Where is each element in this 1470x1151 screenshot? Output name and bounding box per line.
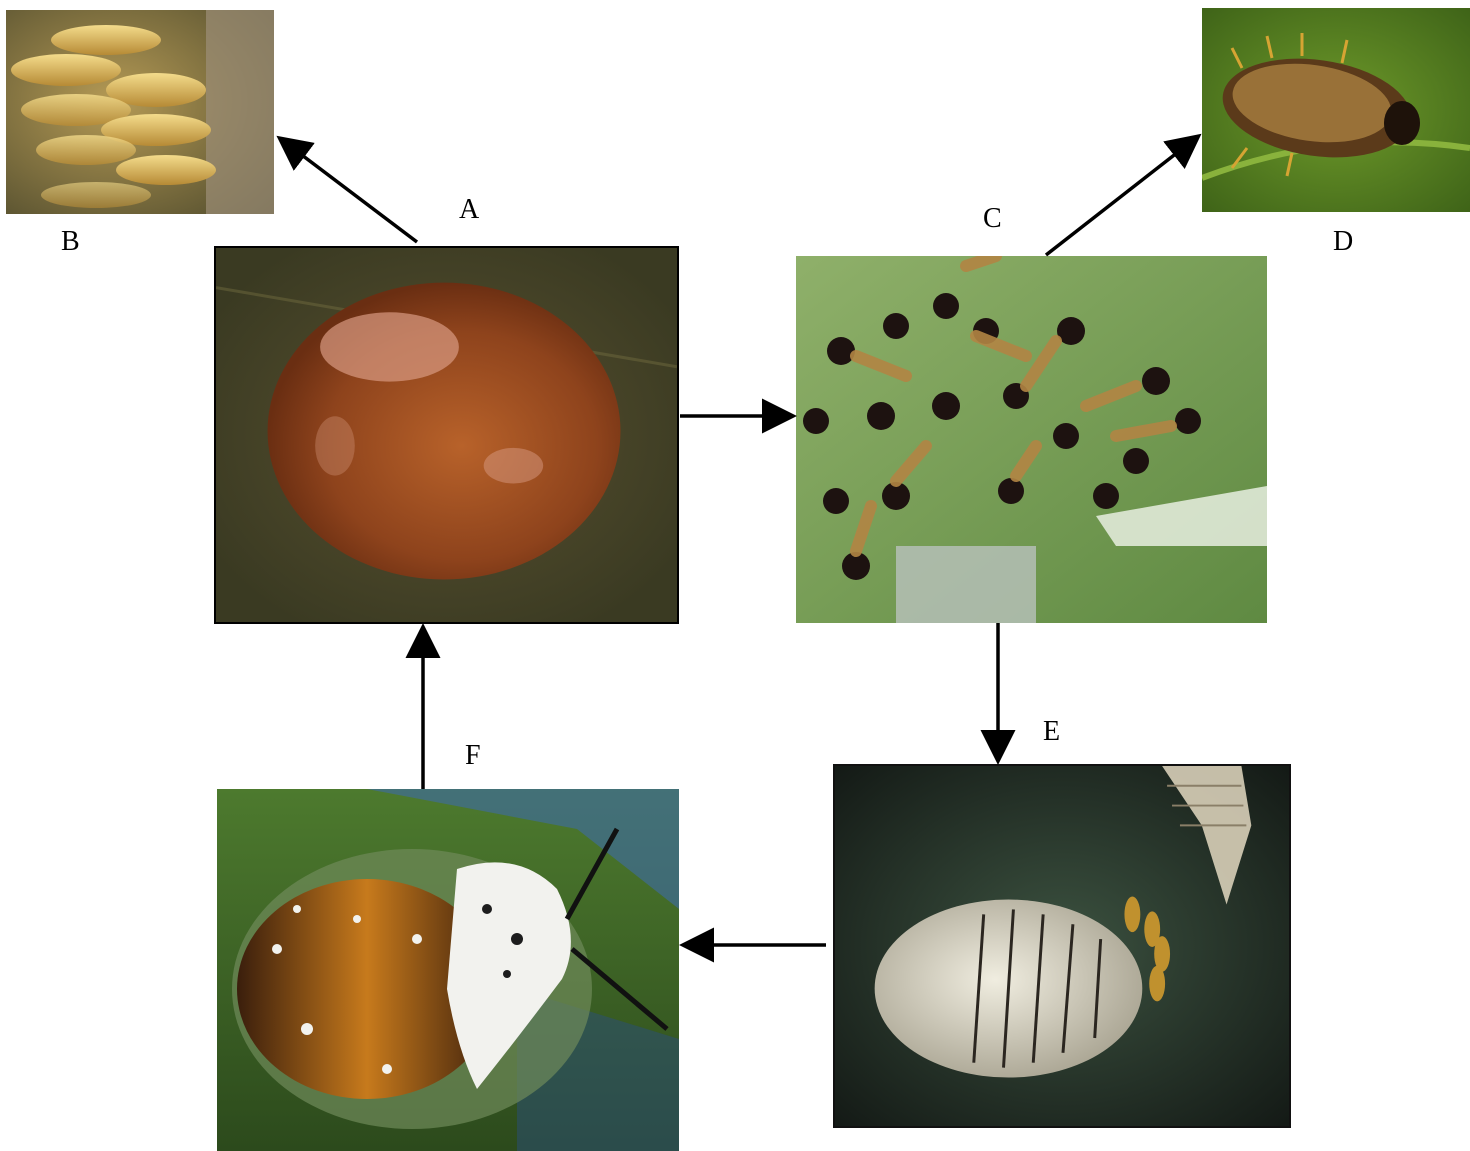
pupa-photo [833, 764, 1291, 1128]
larva-closeup-photo [1202, 8, 1470, 212]
arrow-c-to-d [1046, 138, 1196, 255]
label-c: C [983, 205, 1002, 233]
label-f: F [465, 742, 481, 770]
label-b: B [61, 228, 80, 256]
label-e: E [1043, 718, 1060, 746]
egg-mass-photo [214, 246, 679, 624]
arrow-a-to-b [282, 140, 417, 242]
larvae-cluster-photo [796, 256, 1267, 623]
label-a: A [459, 196, 479, 224]
adult-beetle-photo [217, 789, 679, 1151]
egg-cluster-photo [6, 10, 274, 214]
label-d: D [1333, 228, 1353, 256]
